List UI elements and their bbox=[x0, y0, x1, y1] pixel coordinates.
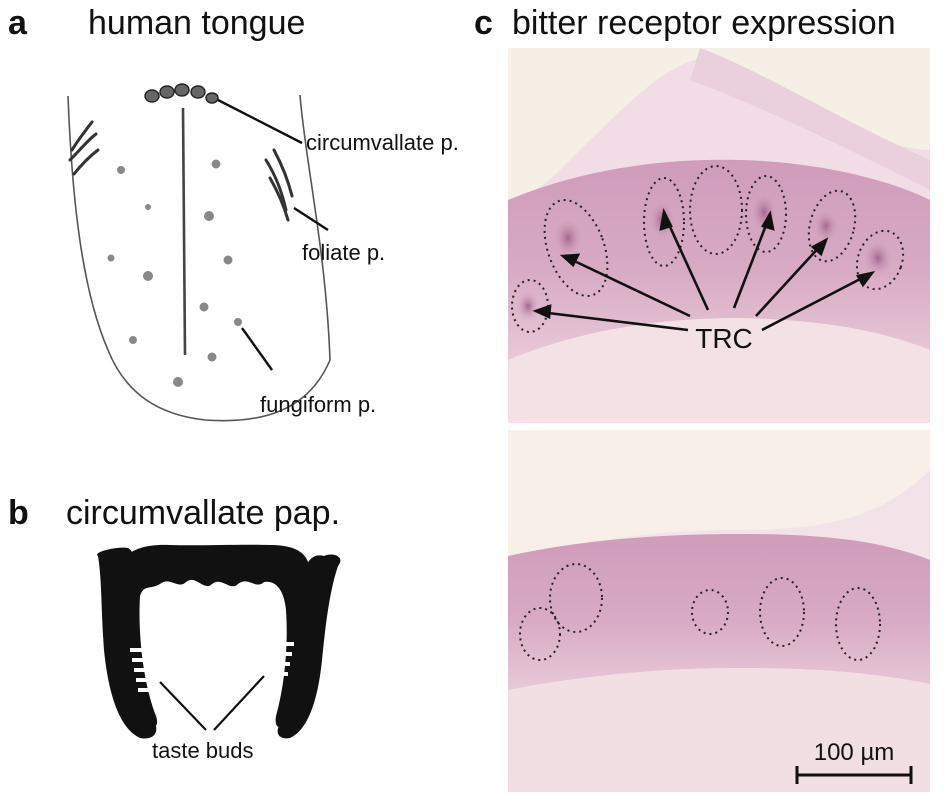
taste-buds-label: taste buds bbox=[152, 738, 254, 764]
tongue-drawing bbox=[68, 84, 330, 421]
papilla-drawing bbox=[97, 545, 340, 739]
micrograph-bottom: 100 µm bbox=[508, 430, 930, 792]
micrograph-top: TRC bbox=[508, 48, 930, 423]
trc-label: TRC bbox=[695, 323, 753, 354]
circumvallate-papillae bbox=[145, 84, 218, 103]
papilla-body bbox=[124, 545, 308, 727]
fungiform-papillae bbox=[108, 160, 243, 388]
circumvallate-leader bbox=[218, 100, 302, 143]
foliate-papillae-left bbox=[70, 122, 98, 174]
taste-buds-leader-left bbox=[160, 682, 206, 730]
circumvallate-label: circumvallate p. bbox=[306, 130, 459, 156]
tongue-outline bbox=[68, 95, 330, 421]
scale-bar-label: 100 µm bbox=[814, 739, 895, 766]
foliate-leader bbox=[294, 208, 328, 230]
foliate-papillae-right bbox=[266, 150, 292, 220]
median-sulcus bbox=[183, 108, 185, 355]
taste-buds-leader-right bbox=[214, 676, 264, 730]
fungiform-leader bbox=[242, 328, 272, 370]
foliate-label: foliate p. bbox=[302, 240, 385, 266]
fungiform-label: fungiform p. bbox=[260, 392, 376, 418]
